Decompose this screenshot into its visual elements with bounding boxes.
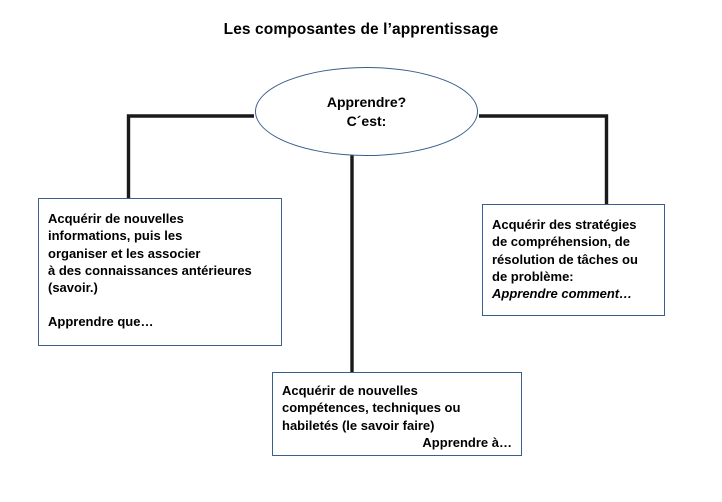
right-line3: résolution de tâches ou (492, 251, 638, 267)
right-conclusion: Apprendre comment… (492, 286, 633, 302)
bottom-conclusion: Apprendre à… (422, 434, 512, 450)
left-line4: à des connaissances antérieures (48, 262, 252, 278)
bottom-line3: habiletés (le savoir faire) (282, 417, 435, 433)
center-node-line1: Apprendre? (326, 94, 407, 111)
page-title: Les composantes de l’apprentissage (223, 21, 499, 38)
node-box-bottom[interactable]: Acquérir de nouvelles compétences, techn… (272, 372, 522, 456)
node-box-left[interactable]: Acquérir de nouvelles informations, puis… (38, 198, 282, 346)
right-line1: Acquérir des stratégies (492, 217, 637, 232)
connector-center-to-left (126, 114, 254, 199)
center-node-ellipse[interactable]: Apprendre? C´est: (255, 67, 478, 156)
left-conclusion: Apprendre que… (48, 314, 154, 330)
left-line5: (savoir.) (48, 280, 98, 296)
center-node-line2: C´est: (346, 112, 387, 129)
left-line2: informations, puis les (48, 228, 183, 244)
bottom-line2: compétences, techniques ou (282, 400, 461, 416)
left-spacer (48, 296, 273, 313)
right-line4: de problème: (492, 268, 574, 284)
left-line1: Acquérir de nouvelles (48, 211, 184, 226)
right-line2: de compréhension, de (492, 234, 630, 250)
connector-center-to-right (479, 114, 609, 205)
node-box-right[interactable]: Acquérir des stratégies de compréhension… (482, 204, 665, 316)
left-line3: organiser et les associer (48, 245, 201, 261)
bottom-line1: Acquérir de nouvelles (282, 383, 418, 398)
